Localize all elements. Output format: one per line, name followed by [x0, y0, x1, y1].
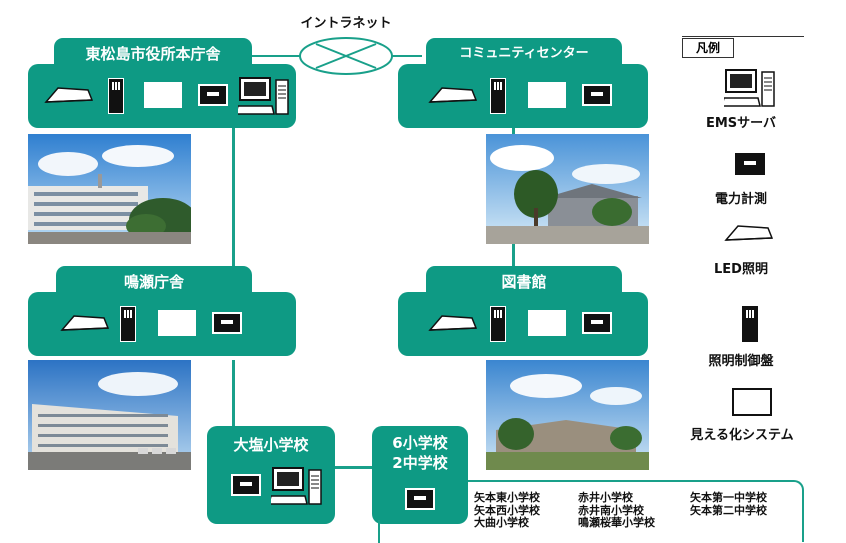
school-name: 赤井南小学校 — [578, 503, 644, 517]
led-light-icon — [60, 315, 110, 331]
legend-divider — [682, 36, 804, 37]
led-light-icon — [428, 87, 478, 103]
visualization-system-icon — [158, 310, 196, 336]
school-name: 矢本東小学校 — [474, 491, 540, 504]
library-tab: 図書館 — [426, 266, 622, 296]
school-list-col1: 矢本東小学校 矢本西小学校 大曲小学校 — [474, 491, 540, 530]
link-line — [335, 466, 375, 469]
legend-title-text: 凡例 — [695, 41, 720, 55]
link-line — [232, 360, 235, 430]
oshio-title: 大塩小学校 — [233, 436, 309, 454]
visualization-system-icon — [144, 82, 182, 108]
visualization-system-icon — [732, 388, 772, 416]
lighting-control-panel-icon — [490, 306, 506, 342]
visualization-system-icon — [528, 82, 566, 108]
library-photo — [486, 360, 649, 470]
naruse-title: 鳴瀬庁舎 — [123, 273, 184, 291]
lighting-control-panel-icon — [120, 306, 136, 342]
power-meter-icon — [405, 488, 435, 510]
city-hall-panel — [28, 64, 296, 128]
intranet-icon — [299, 37, 393, 75]
lighting-control-panel-icon — [108, 78, 124, 114]
library-title: 図書館 — [501, 273, 547, 291]
naruse-panel — [28, 292, 296, 356]
power-meter-icon — [735, 153, 765, 175]
led-light-icon — [44, 87, 94, 103]
ems-server-icon — [238, 77, 289, 115]
community-title: コミュニティセンター — [459, 46, 589, 61]
school-name: 鳴瀬桜華小学校 — [578, 516, 655, 529]
city-hall-photo — [28, 134, 191, 244]
link-line — [250, 55, 310, 57]
legend-label-visual: 見える化システム — [690, 428, 794, 443]
school-list-col3: 矢本第一中学校 矢本第二中学校 — [690, 491, 767, 517]
school-list-col2: 赤井小学校 赤井南小学校 鳴瀬桜華小学校 — [578, 491, 655, 530]
community-panel — [398, 64, 648, 128]
lighting-control-panel-icon — [742, 306, 758, 342]
led-light-icon — [428, 315, 478, 331]
legend-label-meter: 電力計測 — [714, 192, 767, 207]
community-photo — [486, 134, 649, 244]
school-name: 矢本第一中学校 — [690, 491, 767, 504]
schools-title-line1: 6小学校 — [392, 434, 448, 452]
link-line — [232, 128, 235, 268]
city-hall-tab: 東松島市役所本庁舎 — [54, 38, 252, 68]
oshio-panel: 大塩小学校 — [207, 426, 335, 524]
lighting-control-panel-icon — [490, 78, 506, 114]
ems-server-icon — [271, 467, 322, 505]
city-hall-title: 東松島市役所本庁舎 — [85, 45, 221, 63]
school-list-frame — [468, 480, 804, 542]
power-meter-icon — [198, 84, 228, 106]
power-meter-icon — [231, 474, 261, 496]
community-tab: コミュニティセンター — [426, 38, 622, 68]
intranet-label: イントラネット — [300, 16, 392, 31]
school-name: 大曲小学校 — [474, 516, 529, 529]
naruse-tab: 鳴瀬庁舎 — [56, 266, 252, 296]
ems-server-icon — [724, 69, 775, 107]
legend-title: 凡例 — [682, 38, 734, 58]
schools-panel: 6小学校 2中学校 — [372, 426, 468, 524]
visualization-system-icon — [528, 310, 566, 336]
school-list-stem — [378, 520, 380, 543]
legend-label-led: LED照明 — [714, 262, 768, 277]
school-name: 赤井小学校 — [578, 491, 633, 504]
power-meter-icon — [582, 312, 612, 334]
legend-label-control: 照明制御盤 — [708, 354, 774, 369]
library-panel — [398, 292, 648, 356]
school-name: 矢本西小学校 — [474, 503, 540, 517]
link-line — [390, 55, 422, 57]
led-light-icon — [724, 225, 774, 241]
power-meter-icon — [212, 312, 242, 334]
schools-title-line2: 2中学校 — [392, 454, 448, 472]
legend-label-ems: EMSサーバ — [705, 116, 777, 131]
school-name: 矢本第二中学校 — [690, 503, 767, 517]
naruse-photo — [28, 360, 191, 470]
power-meter-icon — [582, 84, 612, 106]
